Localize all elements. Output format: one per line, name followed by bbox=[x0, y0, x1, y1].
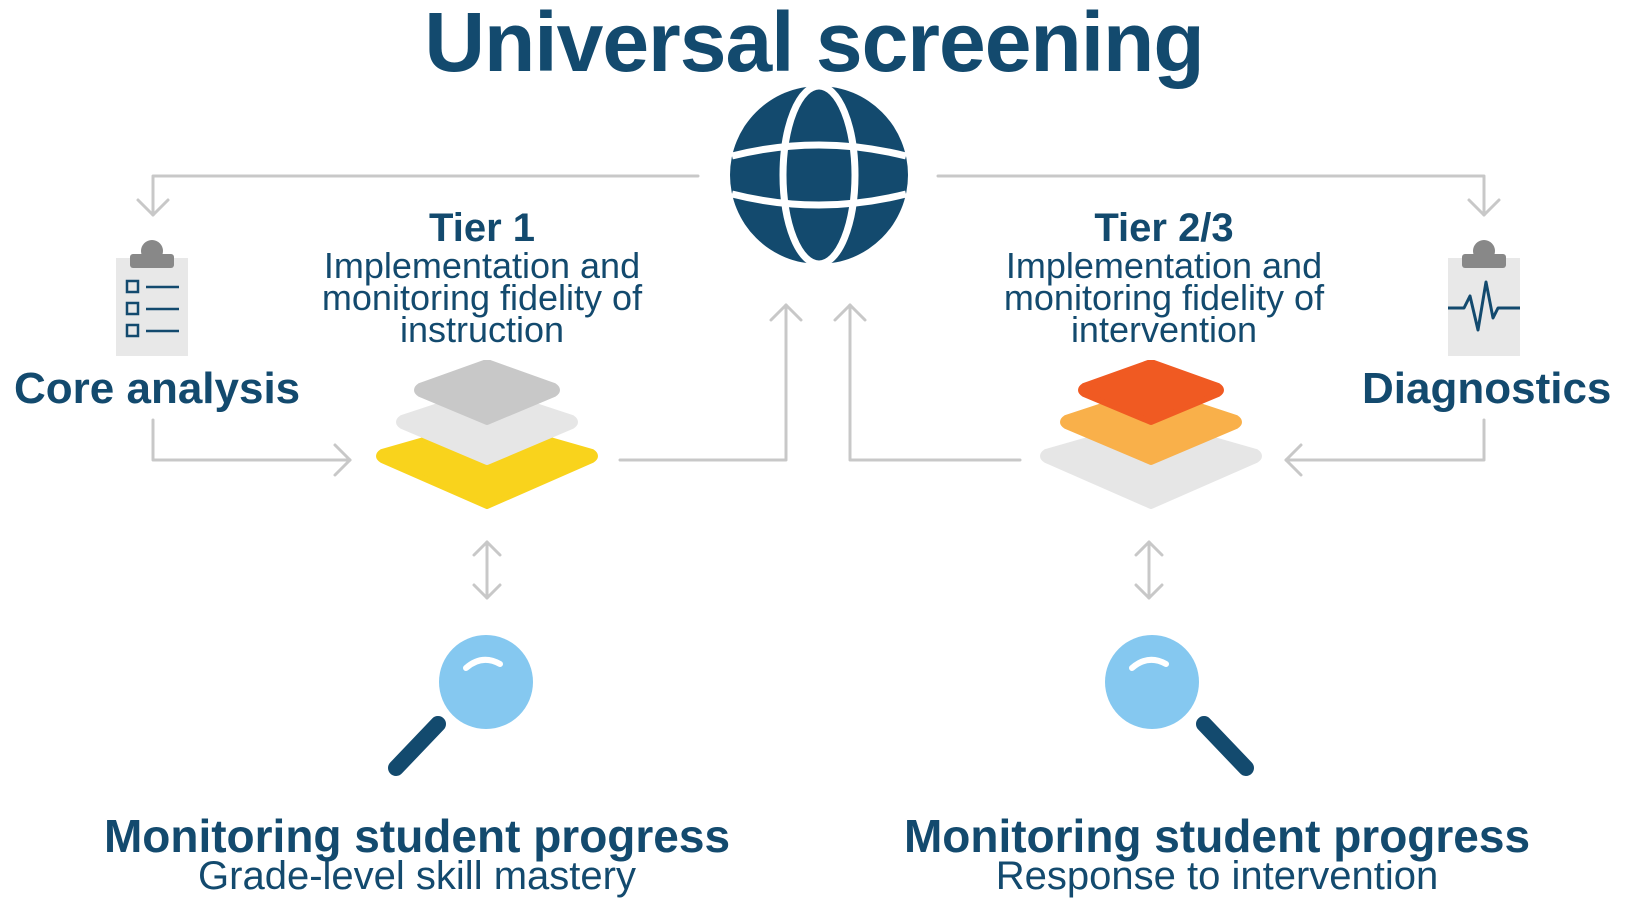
arrow-diagnostics-to-tier23 bbox=[1284, 418, 1486, 462]
monitoring-left-subtitle: Grade-level skill mastery bbox=[198, 854, 636, 898]
layers-tier23-icon bbox=[1040, 360, 1262, 509]
monitoring-right-title: Monitoring student progress bbox=[903, 810, 1531, 862]
clipboard-checklist-icon bbox=[116, 240, 188, 356]
tier1-title: Tier 1 bbox=[429, 206, 535, 250]
diagnostics-label: Diagnostics bbox=[1362, 364, 1612, 413]
magnifying-glass-icon bbox=[1105, 635, 1254, 776]
arrow-globe-to-core-analysis bbox=[151, 174, 700, 217]
globe-icon bbox=[730, 84, 908, 266]
tier23-title: Tier 2/3 bbox=[1094, 206, 1234, 250]
magnifying-glass-icon bbox=[388, 635, 533, 776]
clipboard-heartbeat-icon bbox=[1448, 240, 1520, 356]
arrow-core-analysis-to-tier1 bbox=[151, 418, 352, 462]
monitoring-right-subtitle: Response to intervention bbox=[995, 854, 1439, 898]
monitoring-left-title: Monitoring student progress bbox=[103, 810, 731, 862]
tier23-subtitle: Implementation and monitoring fidelity o… bbox=[1003, 245, 1325, 350]
arrow-tier23-to-globe bbox=[848, 303, 1022, 462]
layers-tier1-icon bbox=[376, 360, 598, 509]
page-title: Universal screening bbox=[424, 0, 1204, 89]
arrow-globe-to-diagnostics bbox=[936, 174, 1486, 217]
tier1-subtitle: Implementation and monitoring fidelity o… bbox=[321, 245, 643, 350]
arrow-tier1-to-globe bbox=[618, 303, 788, 462]
core-analysis-label: Core analysis bbox=[14, 364, 301, 413]
